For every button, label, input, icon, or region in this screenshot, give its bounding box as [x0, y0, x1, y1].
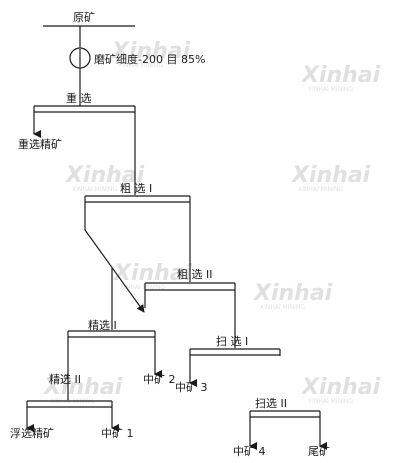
svg-text:XINHAI MINING: XINHAI MINING: [298, 186, 343, 193]
xinhai-logo-icon: Xinhai XINHAI MINING: [290, 163, 371, 193]
xinhai-logo-icon: Xinhai XINHAI MINING: [300, 63, 381, 93]
xinhai-logo-icon: Xinhai XINHAI MINING: [112, 261, 193, 291]
feed-label: 原矿: [73, 11, 95, 24]
svg-text:Xinhai: Xinhai: [112, 261, 193, 286]
svg-text:Xinhai: Xinhai: [110, 39, 191, 64]
scavenger2-label: 扫选 II: [255, 397, 287, 410]
grinding-fineness-label: 磨矿细度-200 目 85%: [94, 53, 206, 66]
xinhai-watermark: Xinhai XINHAI MINING: [300, 60, 388, 94]
svg-text:XINHAI MINING: XINHAI MINING: [118, 62, 163, 69]
rougher1-label: 粗 选 I: [120, 182, 153, 195]
cleaner1-label: 精选 I: [88, 319, 117, 332]
svg-text:XINHAI MINING: XINHAI MINING: [260, 304, 305, 311]
xinhai-watermark: Xinhai XINHAI MINING: [300, 372, 388, 406]
gravity-concentrate-label: 重选精矿: [18, 138, 62, 151]
middling1-label: 中矿 1: [101, 427, 134, 440]
svg-text:Xinhai: Xinhai: [300, 375, 381, 400]
gravity-separation-label: 重 选: [66, 92, 92, 105]
flotation-concentrate-label: 浮选精矿: [10, 427, 54, 440]
xinhai-logo-icon: Xinhai XINHAI MINING: [300, 375, 381, 405]
middling2-label: 中矿 2: [143, 373, 176, 386]
xinhai-logo-icon: Xinhai XINHAI MINING: [110, 39, 191, 69]
xinhai-logo-icon: Xinhai XINHAI MINING: [252, 281, 333, 311]
svg-text:Xinhai: Xinhai: [300, 63, 381, 88]
xinhai-watermark: Xinhai XINHAI MINING: [64, 160, 152, 194]
tailings-label: 尾矿: [308, 445, 330, 458]
svg-text:XINHAI MINING: XINHAI MINING: [120, 284, 165, 291]
rougher2-label: 粗 选 II: [177, 268, 213, 281]
scavenger1-label: 扫 选 I: [216, 335, 249, 348]
svg-text:Xinhai: Xinhai: [290, 163, 371, 188]
xinhai-watermark: Xinhai XINHAI MINING: [252, 278, 340, 312]
svg-text:XINHAI MINING: XINHAI MINING: [72, 186, 117, 193]
middling4-label: 中矿 4: [233, 445, 266, 458]
xinhai-watermark: Xinhai XINHAI MINING: [290, 160, 378, 194]
svg-text:Xinhai: Xinhai: [64, 163, 145, 188]
svg-text:Xinhai: Xinhai: [252, 281, 333, 306]
xinhai-logo-icon: Xinhai XINHAI MINING: [64, 163, 145, 193]
svg-text:Xinhai: Xinhai: [42, 375, 123, 400]
xinhai-watermark: Xinhai XINHAI MINING: [112, 258, 200, 292]
middling3-label: 中矿 3: [175, 381, 208, 394]
svg-text:XINHAI MINING: XINHAI MINING: [308, 86, 353, 93]
xinhai-watermark: Xinhai XINHAI MINING: [110, 36, 198, 70]
rougher1-diagonal-arrow: [84, 229, 145, 313]
svg-text:XINHAI MINING: XINHAI MINING: [308, 398, 353, 405]
cleaner2-label: 精选 II: [49, 373, 81, 386]
